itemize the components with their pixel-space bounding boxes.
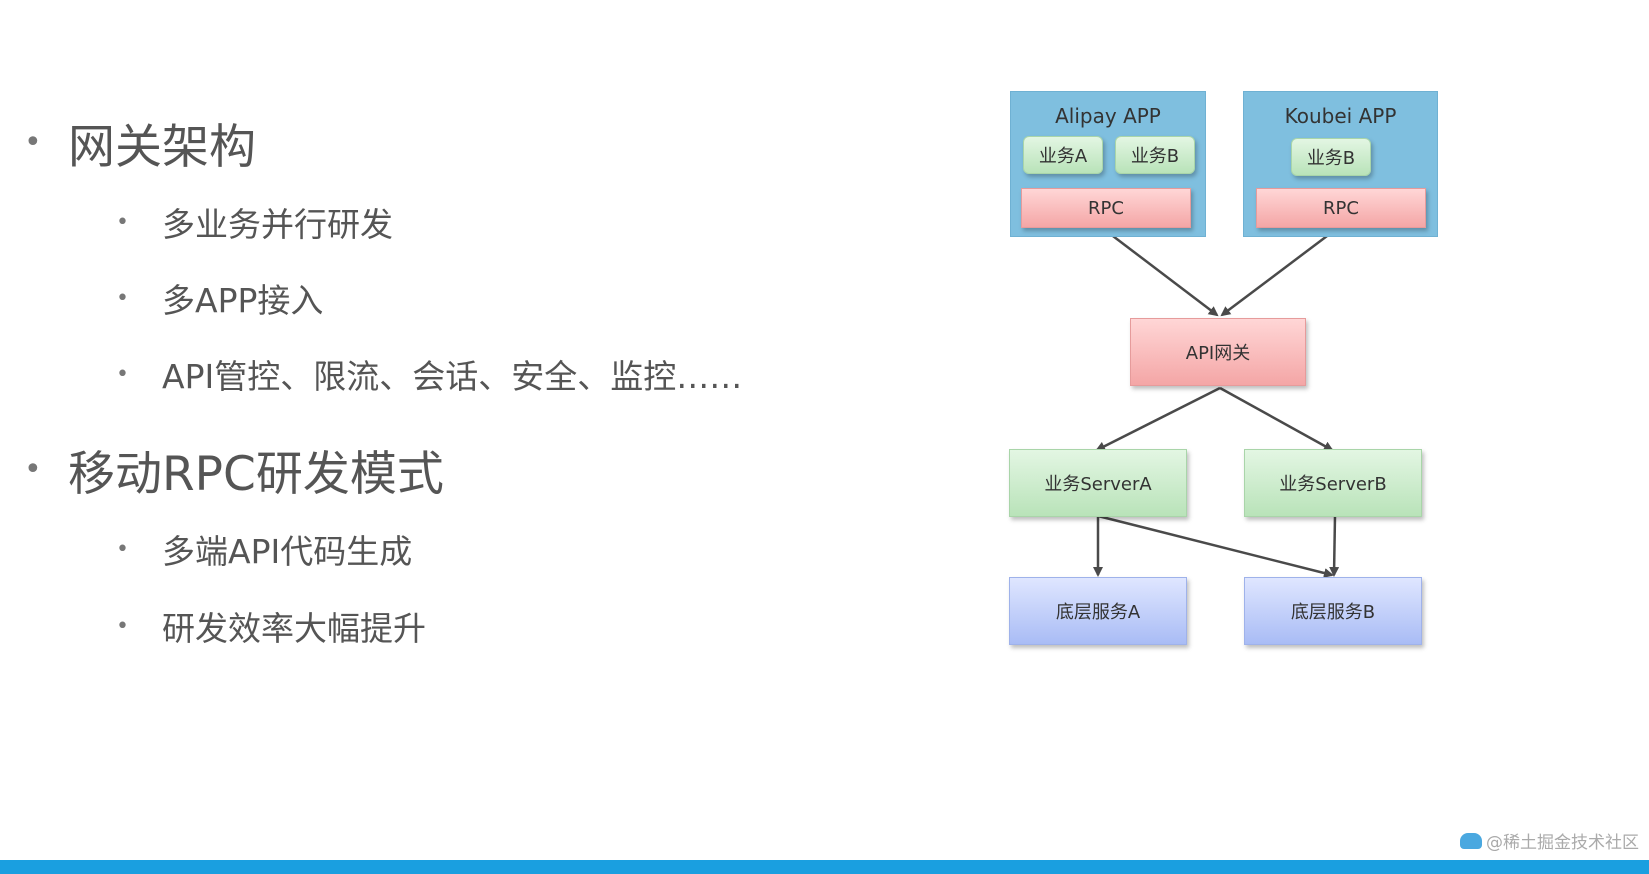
bullet-mobile-rpc: • 移动RPC研发模式 bbox=[24, 435, 444, 504]
koubei-biz-b: 业务B bbox=[1291, 138, 1371, 176]
server-b: 业务ServerB bbox=[1244, 449, 1422, 517]
koubei-rpc: RPC bbox=[1256, 188, 1426, 228]
bullet-text: 多业务并行研发 bbox=[162, 205, 393, 244]
bullet-multi-app: • 多APP接入 bbox=[116, 274, 323, 322]
bullet-text: API管控、限流、会话、安全、监控…… bbox=[162, 357, 743, 396]
bullet-gateway-architecture: • 网关架构 bbox=[24, 108, 256, 177]
arrow-gateway-to-server-b bbox=[1219, 386, 1334, 452]
bullet-text: 多APP接入 bbox=[162, 281, 324, 320]
koubei-app-title: Koubei APP bbox=[1284, 104, 1397, 128]
alipay-rpc: RPC bbox=[1021, 188, 1191, 228]
bottom-bar bbox=[0, 860, 1649, 874]
arrow-koubei-to-gateway bbox=[1220, 229, 1336, 317]
juejin-logo-icon bbox=[1460, 832, 1482, 849]
bullet-dot: • bbox=[116, 209, 129, 235]
watermark: @稀土掘金技术社区 bbox=[1460, 828, 1639, 853]
arrow-server-b-to-base-b bbox=[1329, 515, 1340, 577]
bullet-dot: • bbox=[24, 125, 42, 160]
bullet-text: 网关架构 bbox=[68, 120, 256, 175]
architecture-diagram: Alipay APP 业务A 业务B RPC Koubei APP 业务B RP… bbox=[990, 80, 1450, 660]
arrow-alipay-to-gateway bbox=[1104, 229, 1219, 317]
alipay-app-title: Alipay APP bbox=[1055, 104, 1161, 128]
bullet-efficiency: • 研发效率大幅提升 bbox=[116, 602, 426, 650]
base-service-a: 底层服务A bbox=[1009, 577, 1187, 645]
bullet-codegen: • 多端API代码生成 bbox=[116, 525, 412, 573]
bullet-text: 移动RPC研发模式 bbox=[68, 447, 444, 502]
base-service-b: 底层服务B bbox=[1244, 577, 1422, 645]
bullet-dot: • bbox=[24, 452, 42, 487]
bullet-text: 研发效率大幅提升 bbox=[162, 609, 426, 648]
bullet-list: • 网关架构 • 多业务并行研发 • 多APP接入 • API管控、限流、会话、… bbox=[24, 108, 742, 650]
alipay-biz-a: 业务A bbox=[1023, 136, 1103, 174]
bullet-dot: • bbox=[116, 285, 129, 311]
watermark-text: @稀土掘金技术社区 bbox=[1486, 833, 1639, 853]
arrow-gateway-to-server-a bbox=[1095, 386, 1221, 452]
koubei-app-box: Koubei APP 业务B RPC bbox=[1243, 91, 1438, 237]
server-a: 业务ServerA bbox=[1009, 449, 1187, 517]
bullet-multi-business: • 多业务并行研发 bbox=[116, 198, 393, 246]
alipay-app-box: Alipay APP 业务A 业务B RPC bbox=[1010, 91, 1206, 237]
bullet-dot: • bbox=[116, 613, 129, 639]
diagram-arrows bbox=[1093, 229, 1340, 578]
bullet-text: 多端API代码生成 bbox=[162, 532, 413, 571]
arrow-server-a-to-base-b bbox=[1097, 514, 1334, 578]
alipay-biz-b: 业务B bbox=[1115, 136, 1195, 174]
bullet-dot: • bbox=[116, 361, 129, 387]
bullet-dot: • bbox=[116, 536, 129, 562]
api-gateway: API网关 bbox=[1130, 318, 1306, 386]
bullet-api-control: • API管控、限流、会话、安全、监控…… bbox=[116, 350, 742, 398]
